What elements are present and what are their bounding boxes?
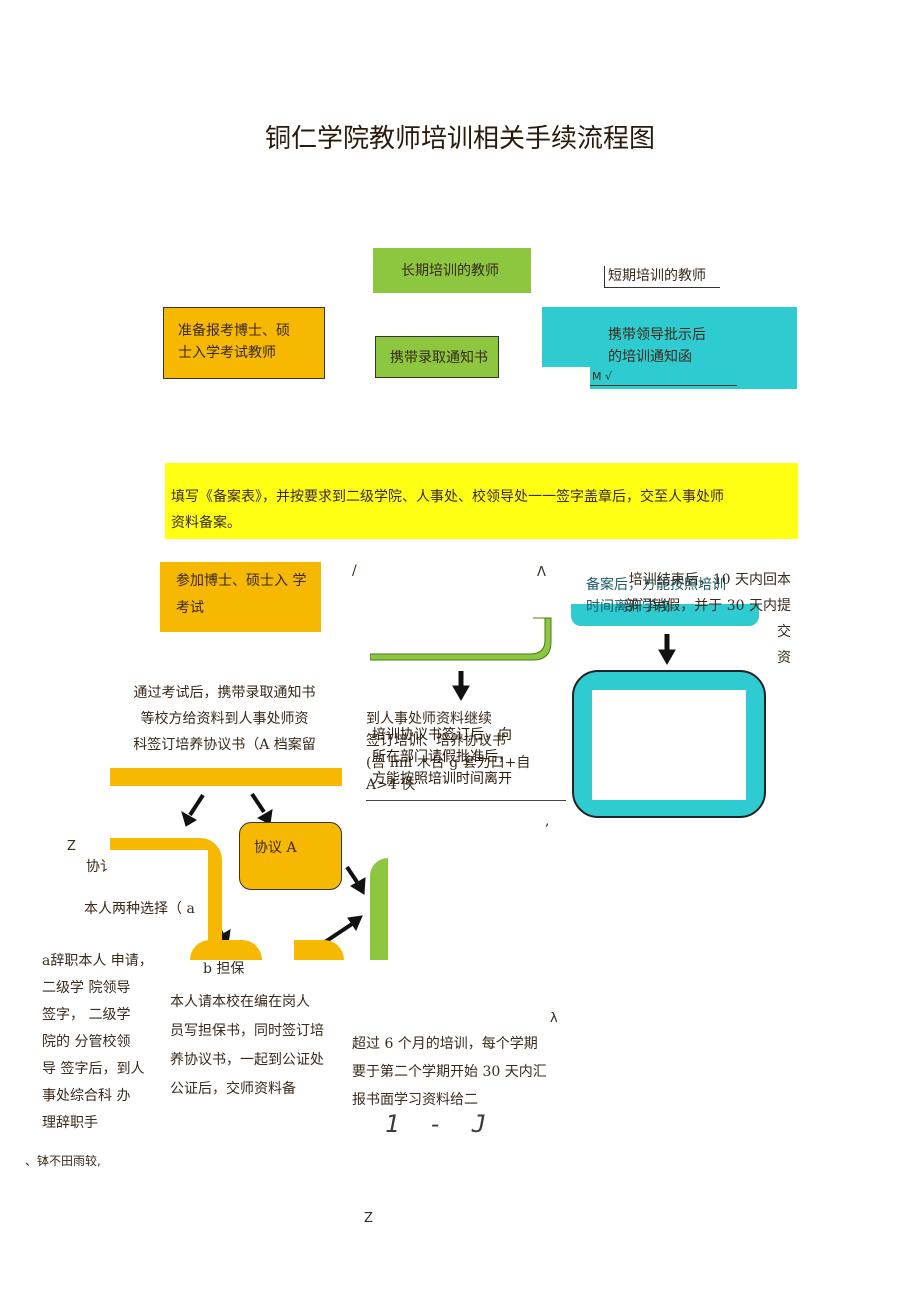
prepare-exam-box: 准备报考博士、硕 士入学考试教师	[163, 307, 325, 379]
left-orange-shape	[110, 838, 222, 960]
arrow-to-middle	[323, 915, 363, 944]
z-left-mark: Z	[67, 839, 76, 854]
arrow-right-diag	[250, 792, 273, 825]
caret-mark: Λ	[537, 565, 546, 580]
attend-exam-label: 参加博士、硕士入 学 考试	[176, 573, 307, 616]
lambda-mark: λ	[550, 1011, 558, 1026]
choice-b-title: b 担保	[203, 961, 245, 977]
pass-exam-label: 通过考试后，携带录取通知书 等校方给资料到人事处师资 科签订培养协议书（A 档案…	[133, 685, 316, 753]
short-term-box: 短期培训的教师	[604, 266, 720, 288]
green-connector	[370, 617, 552, 661]
comma-mark: ,	[545, 813, 550, 829]
arrow-down-mid	[452, 671, 470, 702]
carry-notice-box: 携带领导批示后 的培训通知函	[542, 307, 797, 367]
footnote-left: 、钵不田雨较,	[25, 1154, 101, 1168]
choice-a-label: a辞职本人 申请， 二级学 院领导 签字， 二级学 院的 分管校领 导 签字后，…	[42, 953, 153, 1131]
choice-b-label: 本人请本校在编在岗人 员写担保书，同时签订培 养协议书，一起到公证处 公证后，交…	[170, 994, 324, 1097]
carry-admission-box: 携带录取通知书	[375, 336, 499, 378]
prepare-exam-label: 准备报考博士、硕 士入学考试教师	[178, 323, 290, 361]
carry-notice-marks: M √	[590, 367, 737, 386]
agreement-a-box: 协议 A	[239, 822, 342, 890]
arrow-to-green	[345, 865, 366, 895]
sign-agreement-rule	[366, 800, 566, 801]
after-record-label: 备案后，方能按照培训 时间离开学校	[586, 577, 726, 615]
choice-middle-shape	[294, 940, 344, 960]
two-choices-label: 本人两种选择（ a	[84, 901, 195, 917]
over-six-label: 超过 6 个月的培训，每个学期 要于第二个学期开始 30 天内汇 报书面学习资料…	[352, 1036, 547, 1108]
report-frame-inner	[592, 690, 746, 800]
sign-agreement-overlay: 培训协议书签订后，向 所在部门请假批准后， 方能按照培训时间离开	[372, 727, 512, 787]
carry-notice-label: 携带领导批示后 的培训通知函	[608, 327, 706, 365]
arrow-left-diag	[181, 793, 205, 827]
middle-green-shape	[370, 858, 388, 960]
report-frame	[572, 670, 766, 818]
after-training-label: 培训结束后，10 天内回本 部门销假，并于 30 天内提交 资	[624, 572, 791, 666]
carry-notice-strip: M √	[590, 367, 797, 389]
sign-agreement-label: 到人事处师资料继续 签订培训、培养协议书 (吾 lnil 木台 g 套力口+自 …	[366, 711, 531, 793]
agreement-short-label: 协讠	[86, 859, 114, 875]
slash-mark: /	[352, 563, 357, 579]
long-term-label: 长期培训的教师	[401, 263, 499, 279]
choice-b-shape	[190, 940, 262, 960]
carry-admission-label: 携带录取通知书	[390, 350, 488, 366]
math-formula: 1 - J	[385, 1110, 487, 1138]
pass-exam-band	[110, 768, 342, 786]
short-term-label: 短期培训的教师	[608, 268, 706, 284]
z-bottom-mark: Z	[364, 1211, 373, 1226]
after-record-strip	[571, 604, 759, 626]
page-title: 铜仁学院教师培训相关手续流程图	[264, 124, 655, 154]
long-term-box: 长期培训的教师	[373, 248, 531, 293]
fill-record-label: 填写《备案表》，并按要求到二级学院、人事处、校领导处一一签字盖章后，交至人事处师…	[171, 489, 724, 531]
fill-record-box: 填写《备案表》，并按要求到二级学院、人事处、校领导处一一签字盖章后，交至人事处师…	[165, 463, 798, 539]
attend-exam-box: 参加博士、硕士入 学 考试	[160, 562, 321, 632]
agreement-a-label: 协议 A	[254, 840, 297, 856]
